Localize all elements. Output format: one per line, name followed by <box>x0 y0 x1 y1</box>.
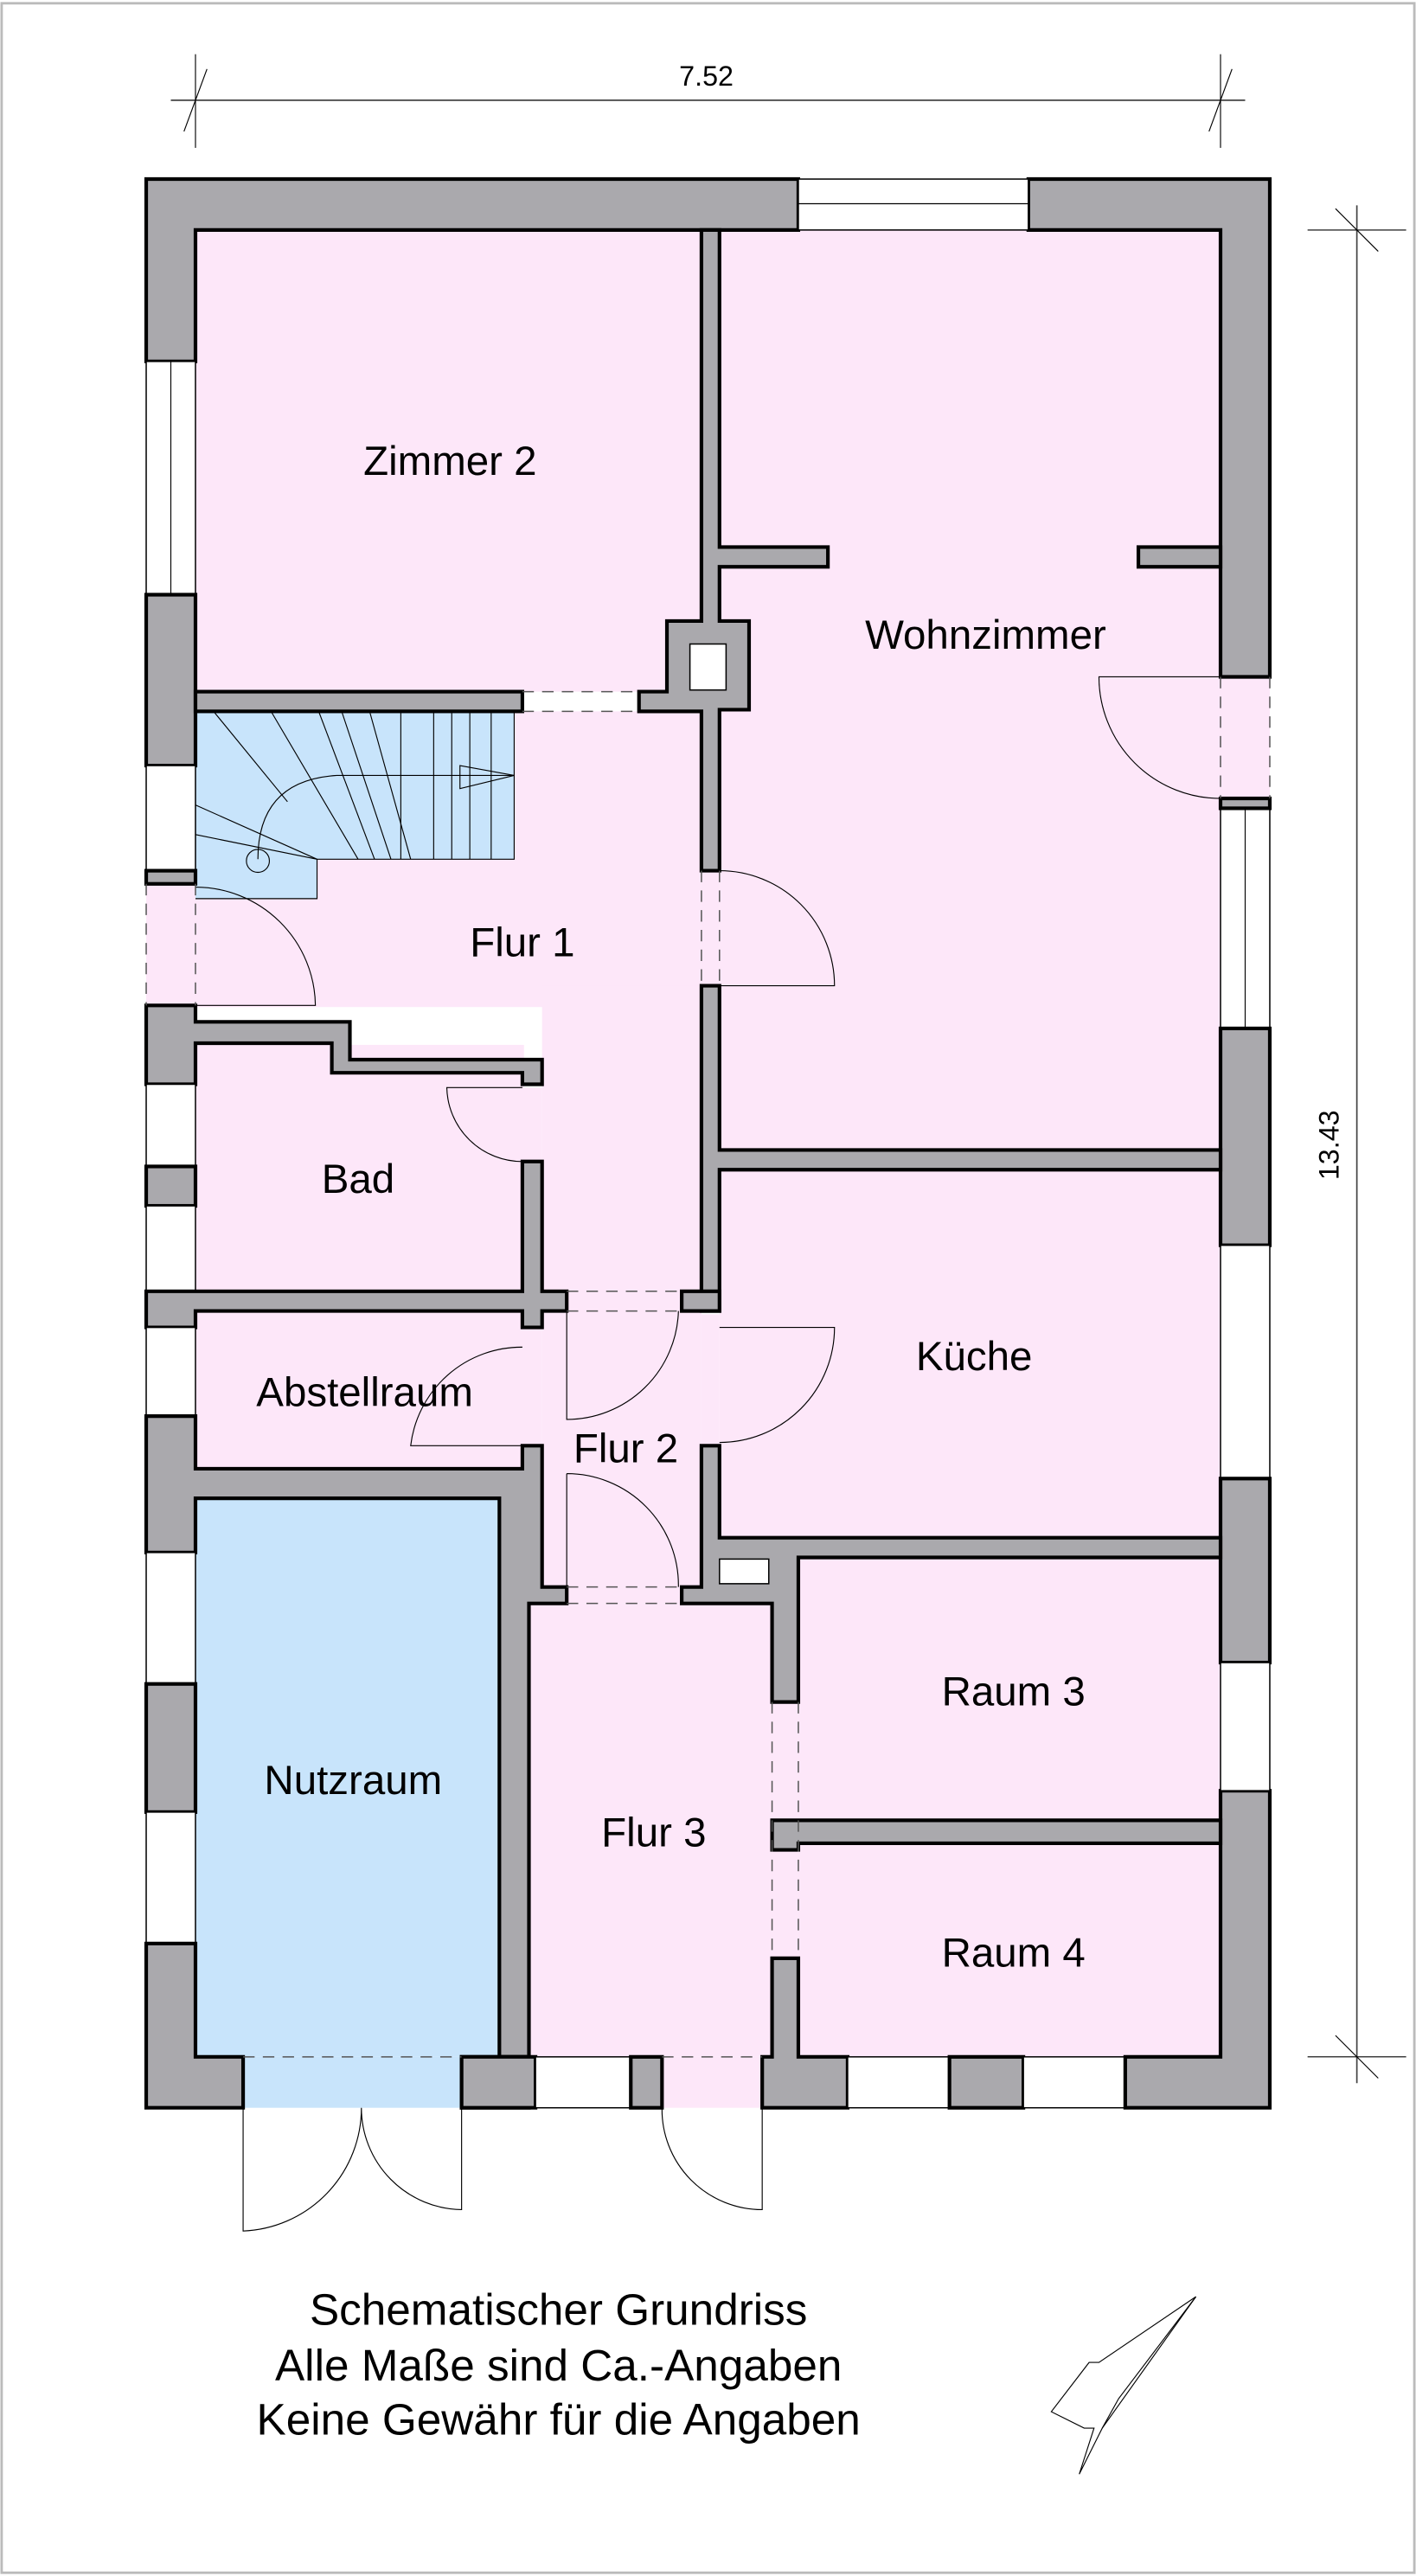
window-right-3 <box>1220 1662 1271 1791</box>
dimension-width-label: 7.52 <box>679 61 734 92</box>
window-right-2 <box>1220 1244 1271 1480</box>
window-top <box>798 178 1029 231</box>
nutzraum-door-area <box>243 2056 462 2108</box>
label-zimmer-2: Zimmer 2 <box>363 439 536 484</box>
label-flur-3: Flur 3 <box>601 1810 706 1856</box>
room-raum-3[interactable] <box>798 1557 1221 1821</box>
caption-line-3: Keine Gewähr für die Angaben <box>257 2395 861 2445</box>
room-flur-2[interactable] <box>541 1291 702 1604</box>
dimension-width: 7.52 <box>170 54 1246 148</box>
dimension-height-label: 13.43 <box>1314 1110 1345 1180</box>
dimension-height: 13.43 <box>1307 205 1406 2084</box>
window-left-3 <box>145 1083 196 1168</box>
room-nutzraum[interactable] <box>195 1498 500 2057</box>
door-gap-kueche <box>701 1314 720 1446</box>
room-abstellraum[interactable] <box>195 1310 524 1469</box>
staircase <box>195 710 515 900</box>
room-kueche[interactable] <box>719 1169 1221 1538</box>
door-gap-bad <box>522 1087 542 1162</box>
label-raum-3: Raum 3 <box>942 1669 1086 1714</box>
label-nutzraum: Nutzraum <box>264 1758 442 1804</box>
door-gap-abst <box>522 1327 542 1446</box>
flur-3-door-area <box>662 2056 763 2108</box>
label-flur-1: Flur 1 <box>470 920 574 965</box>
room-raum-4[interactable] <box>798 1842 1221 2057</box>
window-left-2 <box>145 765 196 872</box>
window-left-6 <box>145 1552 196 1685</box>
room-flur-3[interactable] <box>529 1603 772 2057</box>
window-left-7 <box>145 1811 196 1945</box>
window-left-4 <box>145 1205 196 1292</box>
stair-arrow-icon <box>459 765 515 790</box>
door-gap-wohn <box>701 870 720 986</box>
label-kueche: Küche <box>916 1334 1033 1380</box>
window-bottom-2 <box>847 2056 951 2109</box>
label-flur-2: Flur 2 <box>573 1426 678 1471</box>
door-gap-entry <box>146 883 195 1006</box>
room-zimmer-2[interactable] <box>195 229 702 692</box>
caption-line-2: Alle Maße sind Ca.-Angaben <box>275 2341 842 2390</box>
room-bad[interactable] <box>195 1044 524 1291</box>
label-raum-4: Raum 4 <box>942 1930 1086 1976</box>
shaft <box>719 1558 770 1585</box>
chimney <box>689 643 727 691</box>
room-flur-1-ext <box>541 985 702 1315</box>
label-abstellraum: Abstellraum <box>256 1370 473 1416</box>
doors <box>145 676 1271 2232</box>
stair-start-icon <box>246 849 271 874</box>
door-gap-terrace <box>1221 676 1270 799</box>
window-left-5 <box>145 1326 196 1417</box>
north-arrow-icon <box>1050 2296 1196 2475</box>
window-bottom-1 <box>535 2056 632 2109</box>
label-bad: Bad <box>322 1157 394 1202</box>
room-wohnzimmer[interactable] <box>719 229 1221 1150</box>
window-bottom-3 <box>1022 2056 1126 2109</box>
caption-line-1: Schematischer Grundriss <box>310 2284 807 2334</box>
label-wohnzimmer: Wohnzimmer <box>865 612 1106 658</box>
